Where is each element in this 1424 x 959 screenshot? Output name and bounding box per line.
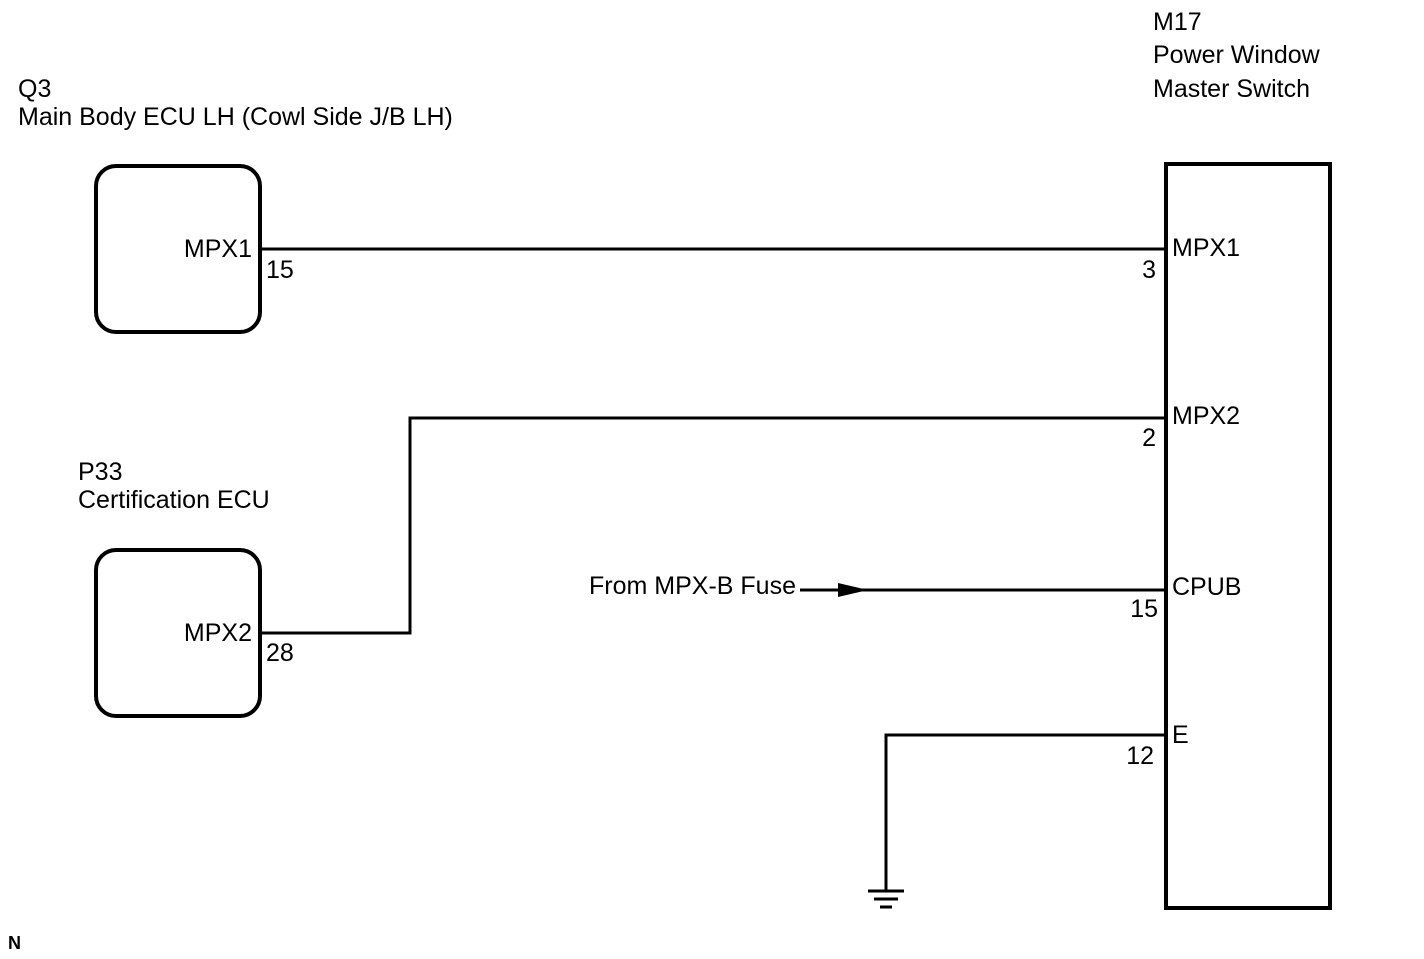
q3-code: Q3 — [18, 75, 51, 103]
m17-terminal-e: E — [1172, 721, 1189, 749]
m17-pin-3: 3 — [1142, 256, 1156, 284]
component-p33: P33 Certification ECU MPX2 28 — [78, 458, 294, 718]
power-source-label: From MPX-B Fuse — [589, 572, 796, 600]
m17-terminal-mpx2: MPX2 — [1172, 402, 1240, 430]
p33-name: Certification ECU — [78, 486, 270, 514]
m17-code: M17 — [1153, 8, 1202, 36]
q3-pin: 15 — [266, 256, 294, 284]
m17-terminal-cpub: CPUB — [1172, 573, 1241, 601]
wire-mpx2 — [260, 416, 1166, 635]
arrow-right-icon — [838, 583, 868, 597]
corner-mark: N — [8, 933, 21, 953]
p33-pin: 28 — [266, 639, 294, 667]
p33-code: P33 — [78, 458, 122, 486]
m17-box — [1164, 162, 1332, 910]
m17-pin-12: 12 — [1126, 742, 1154, 770]
ground-symbol-icon — [868, 889, 904, 909]
m17-terminal-mpx1: MPX1 — [1172, 234, 1240, 262]
p33-terminal-name: MPX2 — [184, 619, 252, 647]
m17-name-line2: Master Switch — [1153, 75, 1310, 103]
q3-terminal-name: MPX1 — [184, 235, 252, 263]
m17-pin-2: 2 — [1142, 424, 1156, 452]
component-m17: M17 Power Window Master Switch MPX1 3 MP… — [1126, 8, 1332, 910]
wire-ground — [884, 733, 1166, 890]
q3-name: Main Body ECU LH (Cowl Side J/B LH) — [18, 103, 453, 131]
m17-pin-15: 15 — [1130, 595, 1158, 623]
component-q3: Q3 Main Body ECU LH (Cowl Side J/B LH) M… — [18, 75, 453, 334]
m17-name-line1: Power Window — [1153, 41, 1321, 69]
